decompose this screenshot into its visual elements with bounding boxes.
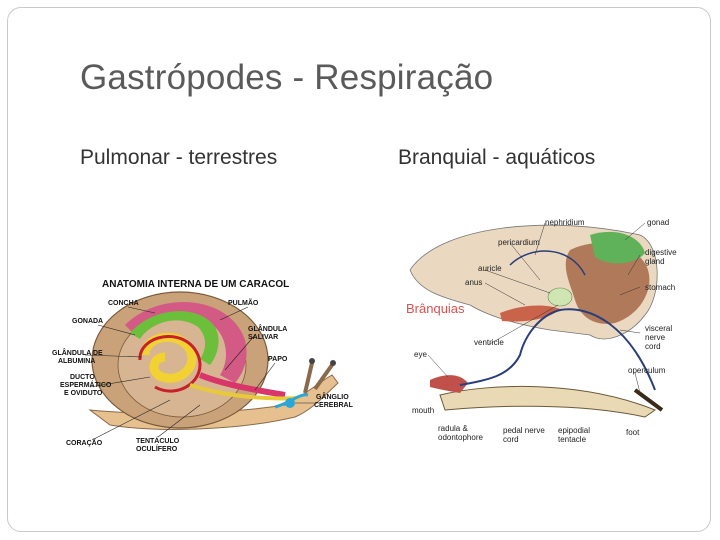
snail-ducts <box>138 335 202 393</box>
label-tentaculo: TENTÁCULO <box>136 436 180 445</box>
label-glandula-albumina: ALBUMINA <box>58 358 95 365</box>
snail-gut <box>189 383 301 401</box>
label-anus: anus <box>465 278 482 287</box>
label-branquias: Brânquias <box>406 301 465 316</box>
snail-eye-dot <box>330 360 336 366</box>
left-heading: Pulmonar - terrestres <box>80 146 278 169</box>
label-pedal-nerve-cord: pedal nerve <box>503 426 545 435</box>
gastropod-head <box>430 375 468 393</box>
slide-title: Gastrópodes - Respiração <box>80 58 494 97</box>
gastropod-gill <box>500 305 560 322</box>
label-ventricle: ventricle <box>474 338 504 347</box>
label-glandula-salivar: SALIVAR <box>248 334 278 341</box>
gastropod-nerve-cord <box>459 308 656 391</box>
label-radula: odontophore <box>438 433 483 442</box>
gastropod-anatomy-diagram: nephridium gonad pericardium digestive g… <box>406 218 677 444</box>
label-ganglio: CEREBRAL <box>314 402 354 409</box>
label-pulmao: PULMÃO <box>228 298 259 307</box>
label-epipodial-tentacle: tentacle <box>558 435 587 444</box>
label-visceral-nerve-cord: visceral <box>645 324 672 333</box>
label-gonad: gonad <box>647 218 669 227</box>
label-glandula-albumina: GLÂNDULA DE <box>52 348 103 357</box>
snail-anatomy-diagram: ANATOMIA INTERNA DE UM CARACOL CONCHA PU… <box>52 279 354 453</box>
label-visceral-nerve-cord: nerve <box>645 333 666 342</box>
label-pedal-nerve-cord: cord <box>503 435 519 444</box>
gastropod-ventricle <box>547 287 573 307</box>
snail-lung <box>125 302 247 383</box>
gastropod-leader-lines <box>427 222 646 394</box>
snail-ganglion <box>274 393 309 409</box>
label-nephridium: nephridium <box>545 218 585 227</box>
label-coracao: CORAÇÃO <box>66 438 103 447</box>
gastropod-operculum <box>633 388 664 412</box>
label-visceral-nerve-cord: cord <box>645 342 661 351</box>
gastropod-gonad <box>590 231 645 264</box>
label-pericardium: pericardium <box>498 238 540 247</box>
label-foot: foot <box>626 428 640 437</box>
gastropod-foot <box>439 385 657 418</box>
label-operculum: operculum <box>628 366 666 375</box>
label-digestive-gland: digestive <box>645 248 677 257</box>
label-ganglio: GÂNGLIO <box>316 392 349 401</box>
label-mouth: mouth <box>412 406 434 415</box>
label-eye: eye <box>414 350 427 359</box>
snail-tentacle <box>313 363 334 391</box>
label-ducto: E OVIDUTO <box>64 390 103 397</box>
snail-gonad <box>130 311 219 365</box>
snail-crop <box>198 372 286 398</box>
snail-leader-lines <box>84 306 314 441</box>
label-stomach: stomach <box>645 283 675 292</box>
label-auricle: auricle <box>478 264 502 273</box>
label-radula: radula & <box>438 424 468 433</box>
gastropod-digestive-gland <box>565 242 650 324</box>
label-ducto: ESPERMÁTICO <box>60 380 112 389</box>
label-concha: CONCHA <box>108 300 139 307</box>
label-papo: PAPO <box>268 356 288 363</box>
gastropod-vessel <box>509 250 586 276</box>
snail-eye-dot <box>309 358 315 364</box>
label-epipodial-tentacle: epipodial <box>558 426 590 435</box>
label-ducto: DUCTO <box>70 374 95 381</box>
right-heading: Branquial - aquáticos <box>398 146 596 169</box>
label-gonada: GONADA <box>72 318 103 325</box>
label-glandula-salivar: GLÂNDULA <box>248 324 287 333</box>
snail-diagram-title: ANATOMIA INTERNA DE UM CARACOL <box>102 279 289 290</box>
snail-tentacle <box>303 362 314 394</box>
label-tentaculo: OCULÍFERO <box>136 444 178 453</box>
snail-ganglion-node <box>285 398 295 408</box>
label-digestive-gland: gland <box>645 257 665 266</box>
